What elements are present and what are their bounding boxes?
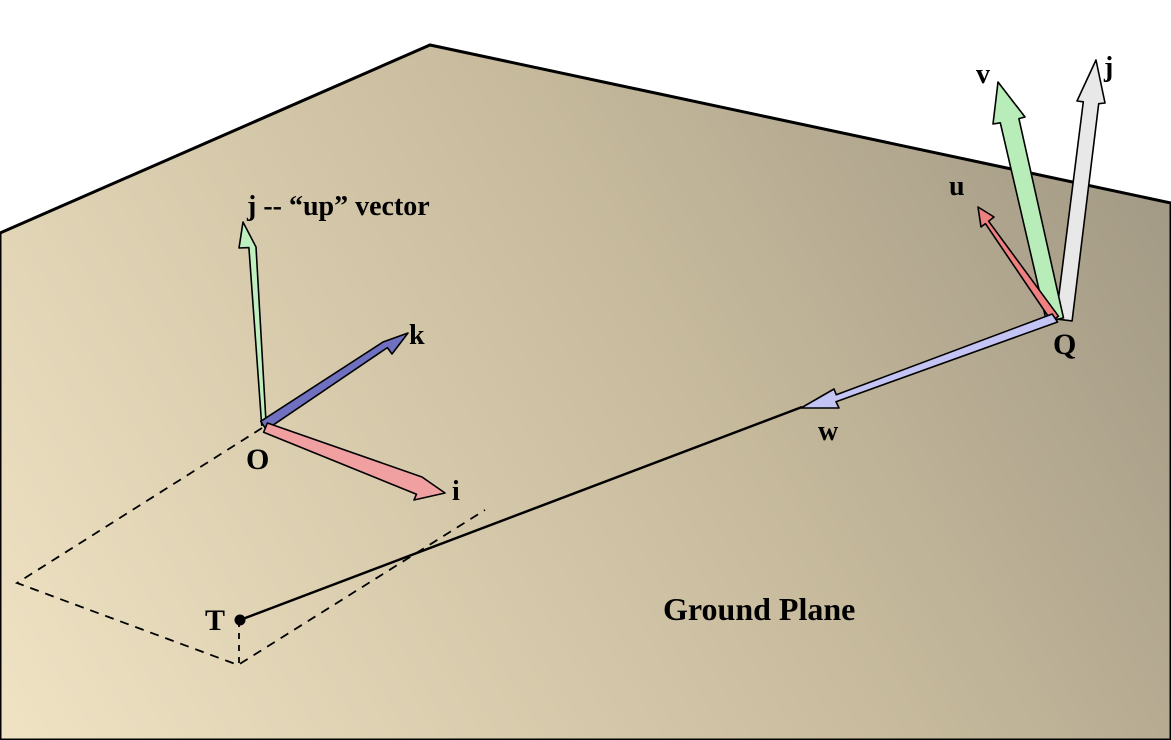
eye-label: Q (1053, 328, 1076, 361)
origin-label: O (246, 443, 269, 476)
axis-j-up-label: j -- “up” vector (246, 191, 430, 222)
cam-w-arrow (800, 313, 1059, 409)
cam-u-label: u (949, 171, 965, 202)
ground-plane-label: Ground Plane (663, 591, 855, 627)
ground-plane (0, 43, 1171, 740)
world-axes (238, 221, 446, 501)
target-to-eye-line (239, 405, 803, 622)
axis-i-arrow (262, 422, 446, 501)
cam-j-label: j (1103, 52, 1113, 83)
cam-v-label: v (976, 59, 990, 90)
axis-k-arrow (259, 332, 409, 431)
cam-w-label: w (818, 416, 839, 447)
projection-dashed-outline (14, 427, 486, 666)
target-point (234, 614, 246, 626)
camera-axes (800, 59, 1106, 409)
axis-k-label: k (409, 320, 425, 351)
axis-i-label: i (452, 476, 460, 507)
target-label: T (205, 604, 225, 637)
cam-u-arrow (977, 206, 1060, 323)
cam-j-arrow (1055, 59, 1106, 322)
